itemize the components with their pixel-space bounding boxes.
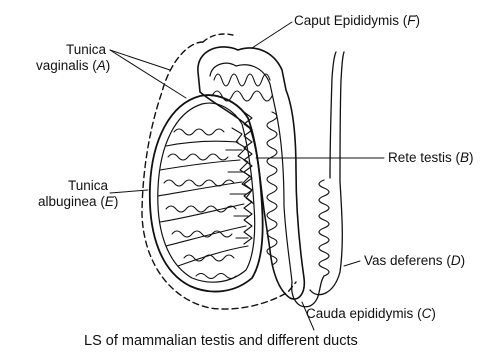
label-caput-epididymis: Caput Epididymis (F) bbox=[294, 13, 420, 29]
septum-3 bbox=[158, 182, 242, 196]
label-tunica-vaginalis-word: vaginalis bbox=[36, 58, 89, 73]
label-tunica-albuginea-word: albuginea bbox=[38, 194, 97, 209]
label-rete-testis-text: Rete testis bbox=[388, 150, 452, 165]
label-tunica-vaginalis-line2: vaginalis (A) bbox=[36, 58, 106, 74]
septum-1 bbox=[166, 141, 238, 146]
label-tunica-albuginea: Tunica albuginea (E) bbox=[38, 178, 108, 210]
label-tunica-albuginea-close: ) bbox=[114, 194, 119, 209]
rete-testis-network-2 bbox=[226, 150, 248, 238]
leader-tunica-vaginalis-1 bbox=[110, 50, 170, 70]
label-tunica-vaginalis: Tunica vaginalis (A) bbox=[36, 42, 106, 74]
label-cauda-epididymis: Cauda epididymis (C) bbox=[306, 306, 436, 322]
leader-caput-epididymis bbox=[252, 22, 292, 48]
label-vas-deferens-open: ( bbox=[443, 253, 451, 268]
label-caput-epididymis-close: ) bbox=[416, 13, 421, 28]
label-vas-deferens: Vas deferens (D) bbox=[364, 253, 465, 269]
label-cauda-epididymis-open: ( bbox=[413, 306, 421, 321]
seminiferous-tubule-7 bbox=[196, 274, 236, 279]
leader-tunica-vaginalis-2 bbox=[110, 50, 186, 98]
septum-6 bbox=[178, 246, 248, 266]
caput-coiled-duct bbox=[214, 74, 270, 86]
label-tunica-albuginea-line1: Tunica bbox=[38, 178, 108, 194]
vas-deferens-left bbox=[330, 52, 336, 178]
septum-2 bbox=[160, 160, 240, 170]
label-tunica-vaginalis-letter: A bbox=[97, 58, 106, 73]
label-tunica-albuginea-line2: albuginea (E) bbox=[38, 194, 108, 210]
label-caput-epididymis-letter: F bbox=[407, 13, 415, 28]
vas-deferens-coil bbox=[319, 180, 329, 276]
label-tunica-vaginalis-open: ( bbox=[89, 58, 97, 73]
label-vas-deferens-close: ) bbox=[461, 253, 466, 268]
seminiferous-tubule-2 bbox=[168, 154, 228, 160]
tunica-albuginea-inner bbox=[158, 103, 255, 282]
label-cauda-epididymis-close: ) bbox=[431, 306, 436, 321]
label-cauda-epididymis-text: Cauda epididymis bbox=[306, 306, 413, 321]
seminiferous-tubule-1 bbox=[174, 129, 224, 135]
septum-5 bbox=[166, 226, 246, 246]
label-tunica-vaginalis-line1: Tunica bbox=[36, 42, 106, 58]
diagram-caption: LS of mammalian testis and different duc… bbox=[84, 333, 358, 349]
label-rete-testis-open: ( bbox=[452, 150, 460, 165]
label-tunica-albuginea-open: ( bbox=[97, 194, 105, 209]
label-tunica-vaginalis-close: ) bbox=[106, 58, 111, 73]
vas-deferens-right bbox=[340, 52, 344, 182]
cauda-loop bbox=[292, 276, 324, 307]
label-vas-deferens-letter: D bbox=[451, 253, 461, 268]
vas-deferens-lower bbox=[310, 182, 342, 295]
label-tunica-albuginea-letter: E bbox=[105, 194, 114, 209]
seminiferous-tubule-4 bbox=[166, 206, 236, 212]
label-rete-testis: Rete testis (B) bbox=[388, 150, 474, 166]
tunica-vaginalis-top-dash bbox=[203, 34, 236, 42]
label-rete-testis-close: ) bbox=[469, 150, 474, 165]
leader-vas-deferens bbox=[344, 261, 360, 266]
label-cauda-epididymis-letter: C bbox=[422, 306, 432, 321]
caput-coiled-duct-2 bbox=[212, 91, 272, 101]
label-rete-testis-letter: B bbox=[460, 150, 469, 165]
label-caput-epididymis-text: Caput Epididymis bbox=[294, 13, 399, 28]
label-vas-deferens-text: Vas deferens bbox=[364, 253, 443, 268]
